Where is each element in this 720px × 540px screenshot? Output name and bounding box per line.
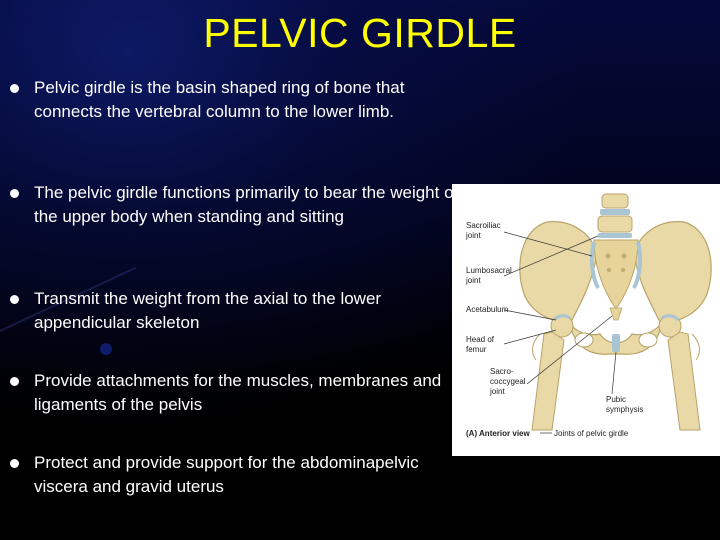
label-pubic-symphysis: symphysis [606, 405, 643, 414]
label-sacroiliac: Sacroiliac [466, 221, 501, 230]
label-head-of-femur: Head of [466, 335, 495, 344]
bullet-dot-icon [10, 295, 19, 304]
left-greater-trochanter [532, 333, 541, 361]
bullet-text: Pelvic girdle is the basin shaped ring o… [34, 78, 405, 121]
leader-lines [503, 231, 617, 395]
right-acetabulum-cartilage [661, 314, 680, 322]
figure-caption-title: Joints of pelvic girdle [554, 429, 629, 438]
decorative-dot [100, 343, 112, 355]
sacral-foramen [620, 267, 626, 273]
bullet-list: Pelvic girdle is the basin shaped ring o… [10, 78, 459, 496]
right-obturator-foramen [638, 332, 658, 348]
label-sacrococcygeal: coccygeal [490, 377, 526, 386]
bullet-dot-icon [10, 189, 19, 198]
sacrum [593, 239, 639, 310]
left-sacroiliac-joint [589, 241, 600, 289]
lumbar-vertebra-lower [597, 215, 633, 233]
label-pubic-symphysis: Pubic [606, 395, 626, 404]
bullet-text: Protect and provide support for the abdo… [34, 453, 419, 496]
figure-caption-part: (A) Anterior view [466, 429, 530, 438]
right-sacroiliac-joint [632, 241, 643, 289]
lumbosacral-disc [598, 233, 632, 238]
lumbar-vertebra [601, 193, 629, 209]
label-sacrococcygeal: joint [489, 387, 505, 396]
bullet-text: The pelvic girdle functions primarily to… [34, 183, 459, 226]
label-lumbosacral: Lumbosacral [466, 266, 512, 275]
sacral-foramen [605, 253, 611, 259]
sacral-foramen [621, 253, 627, 259]
bullet-text: Transmit the weight from the axial to th… [34, 289, 382, 332]
label-head-of-femur: femur [466, 345, 487, 354]
pubic-symphysis [612, 334, 620, 352]
bullet-text: Provide attachments for the muscles, mem… [34, 371, 442, 414]
left-acetabulum-cartilage [552, 314, 571, 322]
right-ilium [633, 221, 712, 325]
pelvic-girdle-figure: Sacroiliac joint Lumbosacral joint Aceta… [452, 184, 720, 456]
label-sacroiliac: joint [465, 231, 481, 240]
label-sacrococcygeal: Sacro- [490, 367, 514, 376]
right-greater-trochanter [691, 333, 700, 361]
slide-title: PELVIC GIRDLE [203, 10, 517, 56]
bullet-dot-icon [10, 84, 19, 93]
label-lumbosacral: joint [465, 276, 481, 285]
left-femur [531, 331, 565, 431]
intervertebral-disc [600, 209, 630, 215]
left-obturator-foramen [574, 332, 594, 348]
right-femur [667, 331, 701, 431]
bullet-dot-icon [10, 459, 19, 468]
pelvis-illustration: Sacroiliac joint Lumbosacral joint Aceta… [465, 193, 712, 438]
coccyx [609, 307, 623, 321]
bullet-dot-icon [10, 377, 19, 386]
sacral-foramen [606, 267, 612, 273]
label-acetabulum: Acetabulum [466, 305, 509, 314]
left-ilium [519, 221, 598, 325]
